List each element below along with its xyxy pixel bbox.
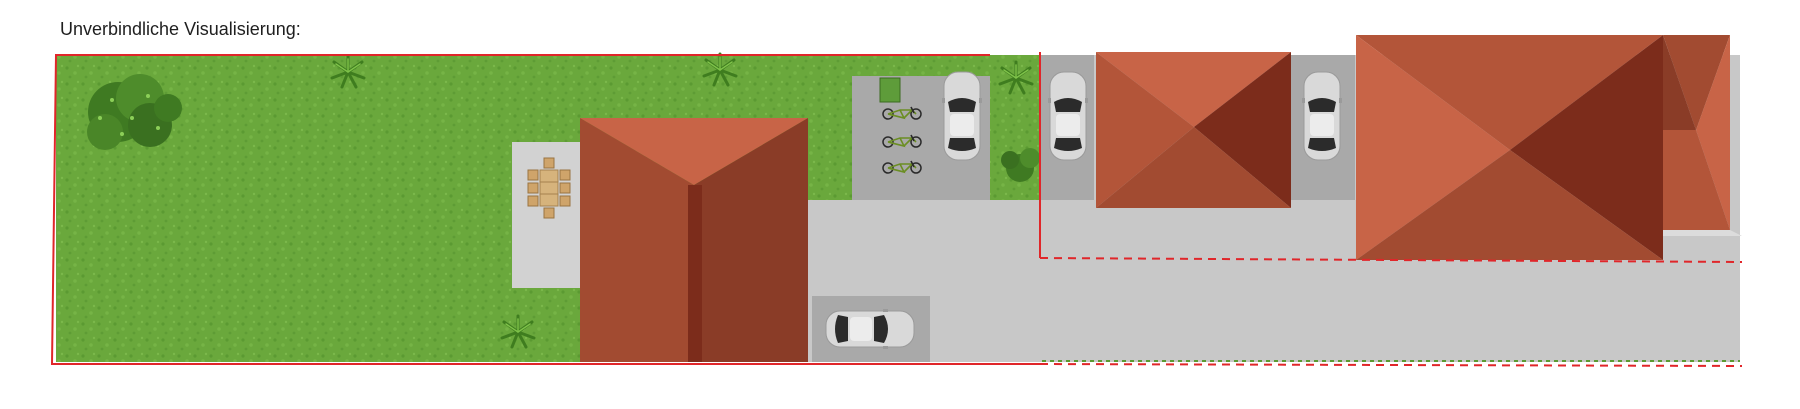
property-boundary-left (50, 54, 1040, 365)
house-roof-left (580, 118, 808, 362)
bin-icon (879, 77, 901, 103)
property-boundary-dashed (1039, 257, 1743, 263)
plan-caption: Unverbindliche Visualisierung: (60, 19, 301, 39)
property-boundary-dashed-bottom (1039, 363, 1743, 367)
car-icon (1047, 71, 1089, 161)
table-icon (539, 169, 559, 207)
car-icon (941, 71, 983, 161)
house-roof-right (1356, 35, 1742, 260)
chair-icon (527, 157, 571, 219)
bush-icon (1001, 148, 1040, 182)
car-icon (825, 308, 915, 350)
house-roof-middle (1096, 52, 1291, 208)
bush-icon (87, 74, 182, 150)
car-icon (1301, 71, 1343, 161)
